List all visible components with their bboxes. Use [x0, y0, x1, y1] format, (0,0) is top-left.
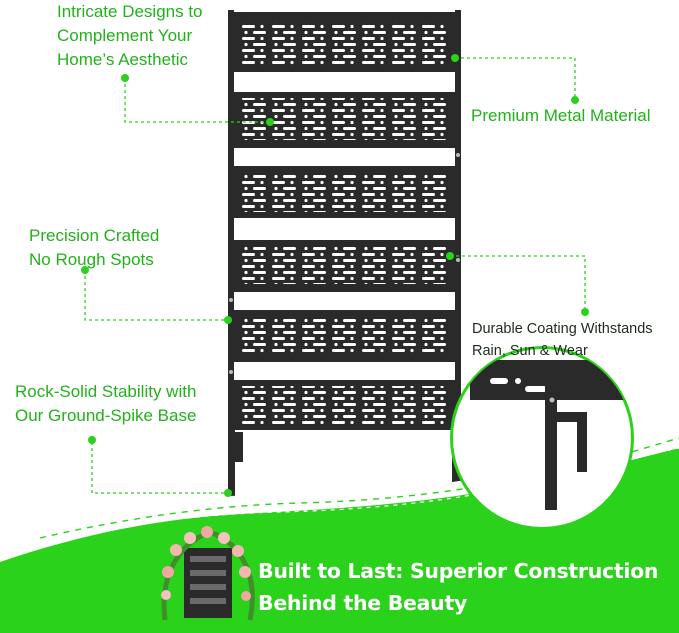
callout-designs-line2: Complement Your: [57, 26, 193, 45]
callout-precision-line1: Precision Crafted: [29, 226, 160, 245]
ground-spike-detail-icon: [450, 346, 634, 530]
slat-5: [234, 310, 455, 360]
callout-coating-line1: Durable Coating Withstands: [472, 321, 653, 337]
rose-trellis-thumbnail-icon: [161, 526, 255, 621]
slat-2: [234, 92, 455, 146]
leader-dots: [81, 54, 589, 497]
callout-premium-metal: Premium Metal Material: [471, 104, 651, 128]
callout-intricate-designs: Intricate Designs to Complement Your Hom…: [57, 0, 203, 72]
banner-line1: Built to Last: Superior Construction: [258, 559, 659, 583]
callout-precision-crafted: Precision Crafted No Rough Spots: [29, 224, 159, 272]
slat-3: [234, 166, 455, 218]
callout-designs-line3: Home’s Aesthetic: [57, 50, 189, 69]
trellis-panel-icon: [228, 10, 461, 502]
white-wave-band: [0, 428, 679, 562]
callout-precision-line2: No Rough Spots: [29, 250, 154, 269]
callout-material-line1: Premium Metal Material: [471, 106, 651, 125]
slat-6: [234, 380, 455, 430]
callout-durable-coating: Durable Coating Withstands Rain, Sun & W…: [472, 318, 653, 362]
banner-headline: Built to Last: Superior Construction Beh…: [258, 555, 658, 619]
slat-1: [234, 16, 455, 72]
callout-coating-line2: Rain, Sun & Wear: [472, 343, 588, 359]
callout-stability-line2: Our Ground-Spike Base: [15, 406, 197, 425]
callout-rock-solid-stability: Rock-Solid Stability with Our Ground-Spi…: [15, 380, 196, 428]
leader-lines: [84, 57, 586, 494]
callout-stability-line1: Rock-Solid Stability with: [15, 382, 197, 401]
banner-line2: Behind the Beauty: [258, 591, 468, 615]
callout-designs-line1: Intricate Designs to: [57, 2, 203, 21]
slat-4: [234, 240, 455, 290]
